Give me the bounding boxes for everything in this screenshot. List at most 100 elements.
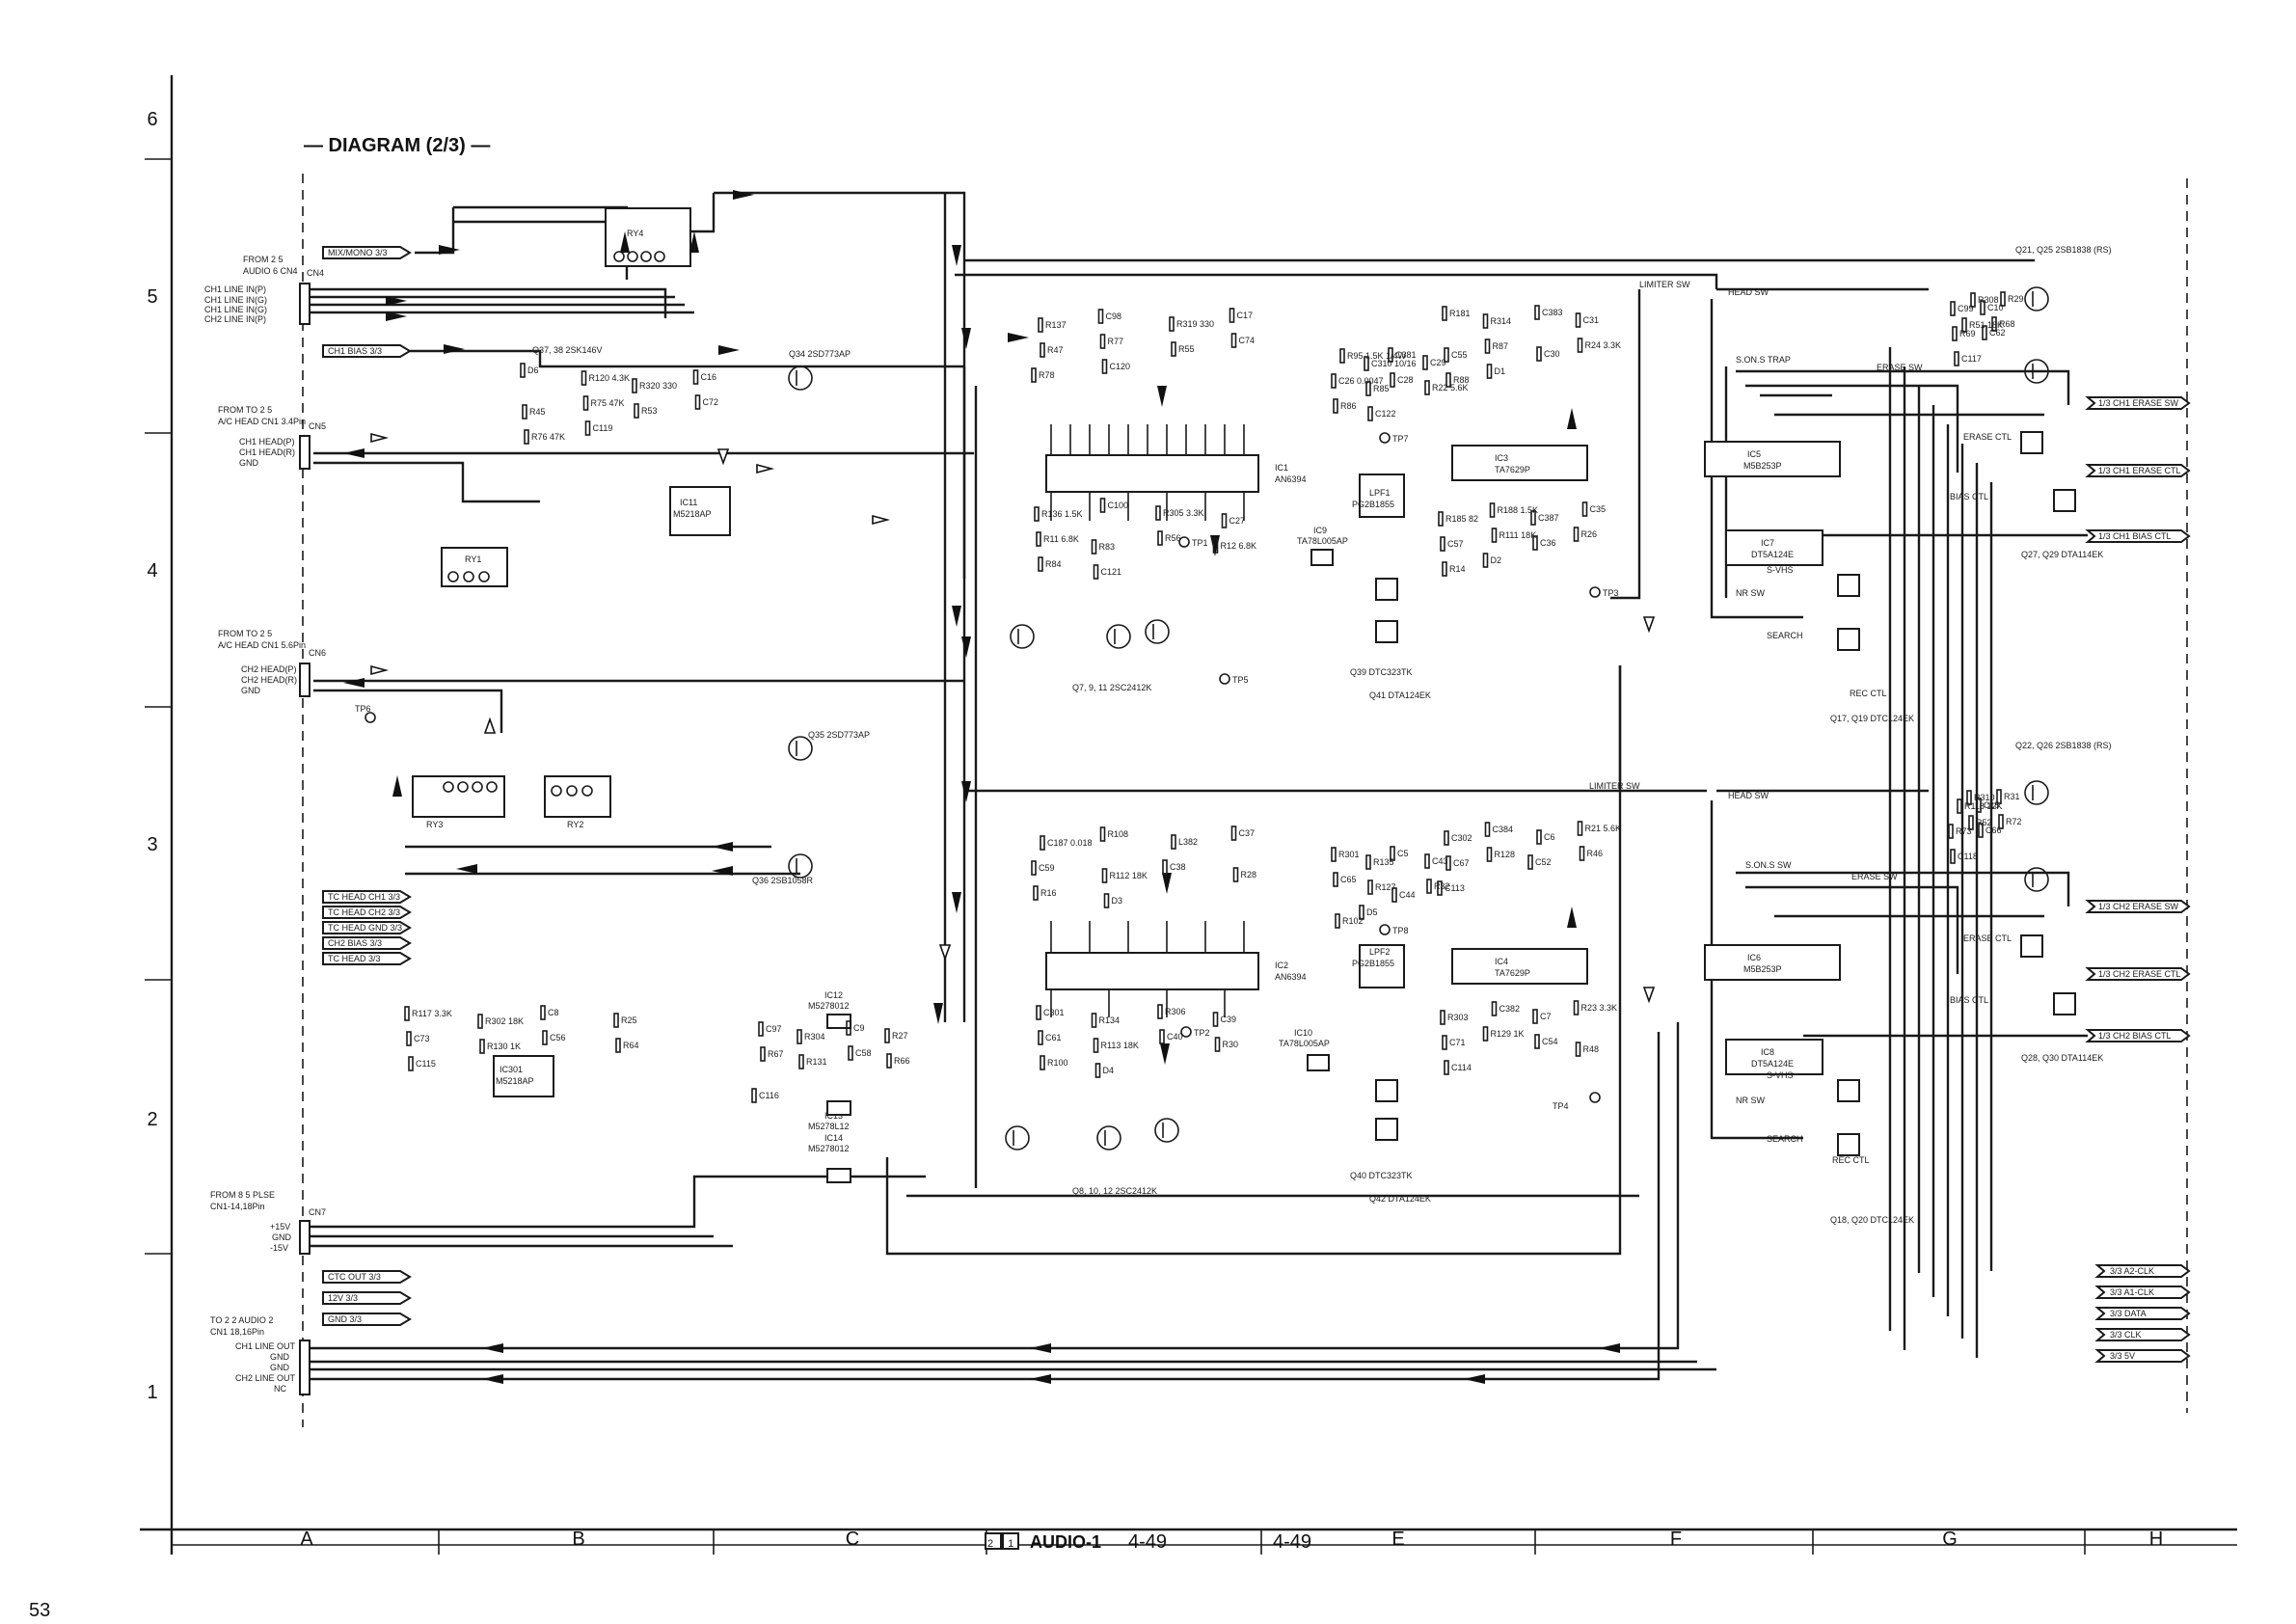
component-label: R136 1.5K [1034, 506, 1083, 522]
svg-text:R86: R86 [1340, 401, 1357, 411]
svg-text:TP7: TP7 [1392, 434, 1409, 444]
ic-part: M5278012 [808, 1001, 850, 1011]
svg-text:C383: C383 [1542, 308, 1563, 317]
svg-text:R319 330: R319 330 [1176, 319, 1214, 329]
connector-subtitle: A/C HEAD CN1 5.6Pin [218, 640, 306, 650]
svg-text:GND 3/3: GND 3/3 [328, 1314, 362, 1324]
svg-text:C65: C65 [1340, 875, 1357, 884]
transistor-note: Q22, Q26 2SB1838 (RS) [2015, 741, 2112, 750]
column-label: E [1391, 1529, 1404, 1550]
signal-label: NR SW [1736, 588, 1766, 598]
component-label: C57 [1440, 536, 1464, 552]
svg-text:R308: R308 [1978, 295, 1999, 305]
ic-ic9: IC9 TA78L005AP [1297, 526, 1348, 566]
transistor-symbol [1005, 1125, 1030, 1150]
svg-text:C55: C55 [1451, 350, 1468, 360]
svg-text:L382: L382 [1178, 837, 1198, 847]
relay-label: RY3 [426, 820, 443, 829]
column-labels: A B C E F G H [300, 1529, 2163, 1550]
connector-pin-label: CH2 LINE OUT [235, 1373, 296, 1383]
svg-text:R188 1.5K: R188 1.5K [1498, 505, 1539, 515]
component-label: R108 [1099, 826, 1128, 842]
ic-ref: IC301 [500, 1065, 523, 1074]
svg-text:C100: C100 [1108, 501, 1129, 510]
row-label: 4 [147, 560, 157, 582]
signal-tag: 3/3 A2-CLK [2094, 1264, 2191, 1278]
connector-origin: FROM 2 5 [243, 255, 284, 264]
connector-name: CN5 [309, 421, 326, 431]
relay-label: RY4 [627, 229, 643, 238]
svg-text:C61: C61 [1045, 1033, 1062, 1042]
signal-label: SEARCH [1767, 631, 1803, 640]
svg-text:C187 0.018: C187 0.018 [1047, 838, 1093, 848]
svg-text:C384: C384 [1493, 825, 1514, 834]
component-label: C44 [1391, 887, 1416, 903]
component-label: C122 [1367, 406, 1396, 421]
svg-text:R14: R14 [1449, 564, 1466, 574]
component-label: C10 [1980, 300, 2004, 315]
test-point: TP1 [1178, 536, 1208, 548]
svg-text:3/3 A1-CLK: 3/3 A1-CLK [2110, 1287, 2154, 1297]
signal-label: HEAD SW [1728, 287, 1769, 297]
component-label: R45 [522, 404, 546, 420]
component-label: C302 [1444, 830, 1472, 846]
digital-transistor [1837, 1133, 1860, 1156]
ic-part: AN6394 [1275, 972, 1307, 982]
component-label: R185 82 [1438, 511, 1478, 527]
component-label: C36 [1532, 535, 1556, 551]
component-label: R47 [1040, 342, 1064, 358]
transistor-note: Q39 DTC323TK [1350, 667, 1413, 677]
transistor-symbol [2024, 867, 2049, 892]
connector-pin-label: CH1 LINE IN(G) [204, 305, 267, 314]
bus-wiring [311, 191, 2088, 1381]
component-label: C119 [584, 420, 612, 436]
component-label: C66 [1978, 823, 2002, 838]
svg-text:R113 18K: R113 18K [1101, 1041, 1139, 1050]
component-label: R85 [1365, 381, 1390, 396]
component-label: R131 [798, 1054, 827, 1069]
connector-cn7: FROM 8 5 PLSE CN1-14,18Pin CN7 +15V GND … [210, 1190, 326, 1255]
svg-text:C7: C7 [1540, 1012, 1552, 1021]
svg-text:C302: C302 [1451, 833, 1472, 843]
svg-text:C99: C99 [1958, 304, 1974, 313]
svg-text:R53: R53 [641, 406, 658, 416]
test-point: TP6 [355, 704, 376, 723]
component-label: R102 [1335, 913, 1364, 929]
component-label: C114 [1444, 1060, 1472, 1075]
svg-text:R48: R48 [1583, 1044, 1600, 1054]
svg-text:TC HEAD 3/3: TC HEAD 3/3 [328, 954, 381, 963]
component-label: R77 [1099, 334, 1123, 349]
svg-text:C8: C8 [548, 1008, 559, 1017]
component-label: C38 [1162, 859, 1186, 875]
component-label: R46 [1579, 846, 1603, 861]
ic-ref: IC3 [1495, 453, 1508, 463]
component-label: R84 [1038, 556, 1062, 572]
svg-text:R95 1.5K 1/4W: R95 1.5K 1/4W [1347, 351, 1407, 361]
svg-text:R129 1K: R129 1K [1491, 1029, 1525, 1039]
signal-label: S-VHS [1767, 565, 1794, 575]
svg-text:R21 5.6K: R21 5.6K [1585, 824, 1622, 833]
signal-tag: CTC OUT 3/3 [322, 1270, 412, 1284]
ic-part: AN6394 [1275, 474, 1307, 484]
row-label: 2 [147, 1109, 157, 1130]
component-label: C383 [1534, 305, 1563, 320]
connector-pin-label: CH1 LINE OUT [235, 1341, 296, 1351]
svg-text:CH2 BIAS 3/3: CH2 BIAS 3/3 [328, 938, 382, 948]
component-label: C71 [1442, 1035, 1466, 1050]
svg-text:C31: C31 [1583, 315, 1600, 325]
digital-transistor [1837, 628, 1860, 651]
footer-sheet-ref: 2 1 [987, 1538, 1019, 1550]
connector-name: CN7 [309, 1207, 326, 1217]
digital-transistor [1375, 1118, 1398, 1141]
svg-text:C6: C6 [1544, 832, 1555, 842]
transistor-symbol [2024, 286, 2049, 311]
digital-transistor [2020, 934, 2043, 958]
component-label: R111 18K [1491, 528, 1536, 543]
component-label: C118 [1950, 849, 1978, 864]
svg-text:C27: C27 [1229, 516, 1246, 526]
component-label: R51 18K [1961, 317, 2003, 333]
component-label: C74 [1230, 333, 1255, 348]
signal-label: LIMITER SW [1639, 280, 1690, 289]
svg-text:1/3 CH2 ERASE SW: 1/3 CH2 ERASE SW [2098, 902, 2179, 911]
svg-text:D3: D3 [1112, 896, 1123, 906]
